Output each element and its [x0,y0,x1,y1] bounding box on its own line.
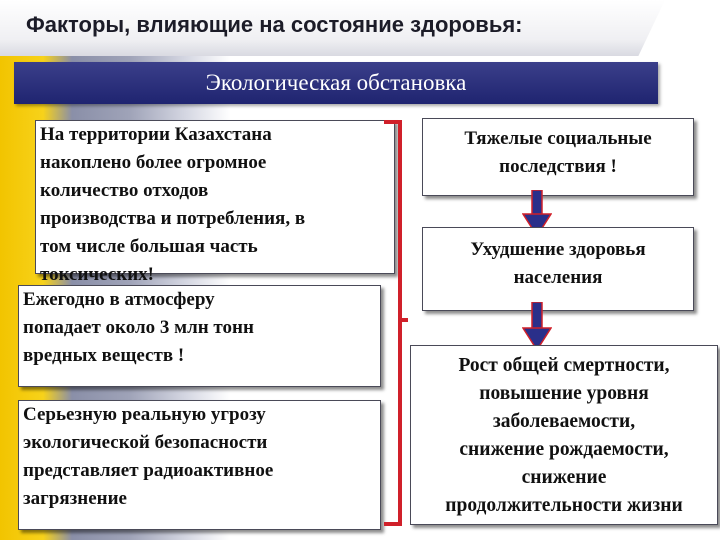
consequence-text-social: Тяжелые социальные последствия ! [464,128,652,177]
consequence-box-health: Ухудшение здоровья населения [422,227,694,311]
fact-box-waste: На территории Казахстана накоплено более… [35,120,395,285]
down-arrow-icon [522,302,552,352]
consequence-box-mortality: Рост общей смертности, повышение уровня … [410,345,718,525]
header-bar [0,0,665,56]
fact-box-atmosphere: Ежегодно в атмосферу попадает около 3 мл… [18,285,381,387]
fact-box-radiation: Серьезную реальную угрозу экологической … [18,400,381,530]
fact-text-radiation: Серьезную реальную угрозу экологической … [23,404,274,509]
consequence-text-health: Ухудшение здоровья населения [470,239,646,288]
down-arrow-icon [522,190,552,238]
fact-text-waste: На территории Казахстана накоплено более… [40,124,306,285]
page-title: Факторы, влияющие на состояние здоровья: [26,12,523,37]
consequence-text-mortality: Рост общей смертности, повышение уровня … [445,355,683,516]
consequence-box-social: Тяжелые социальные последствия ! [422,118,694,196]
bracket-connector [384,120,408,526]
section-banner: Экологическая обстановка [14,62,658,104]
fact-text-atmosphere: Ежегодно в атмосферу попадает около 3 мл… [23,289,254,366]
